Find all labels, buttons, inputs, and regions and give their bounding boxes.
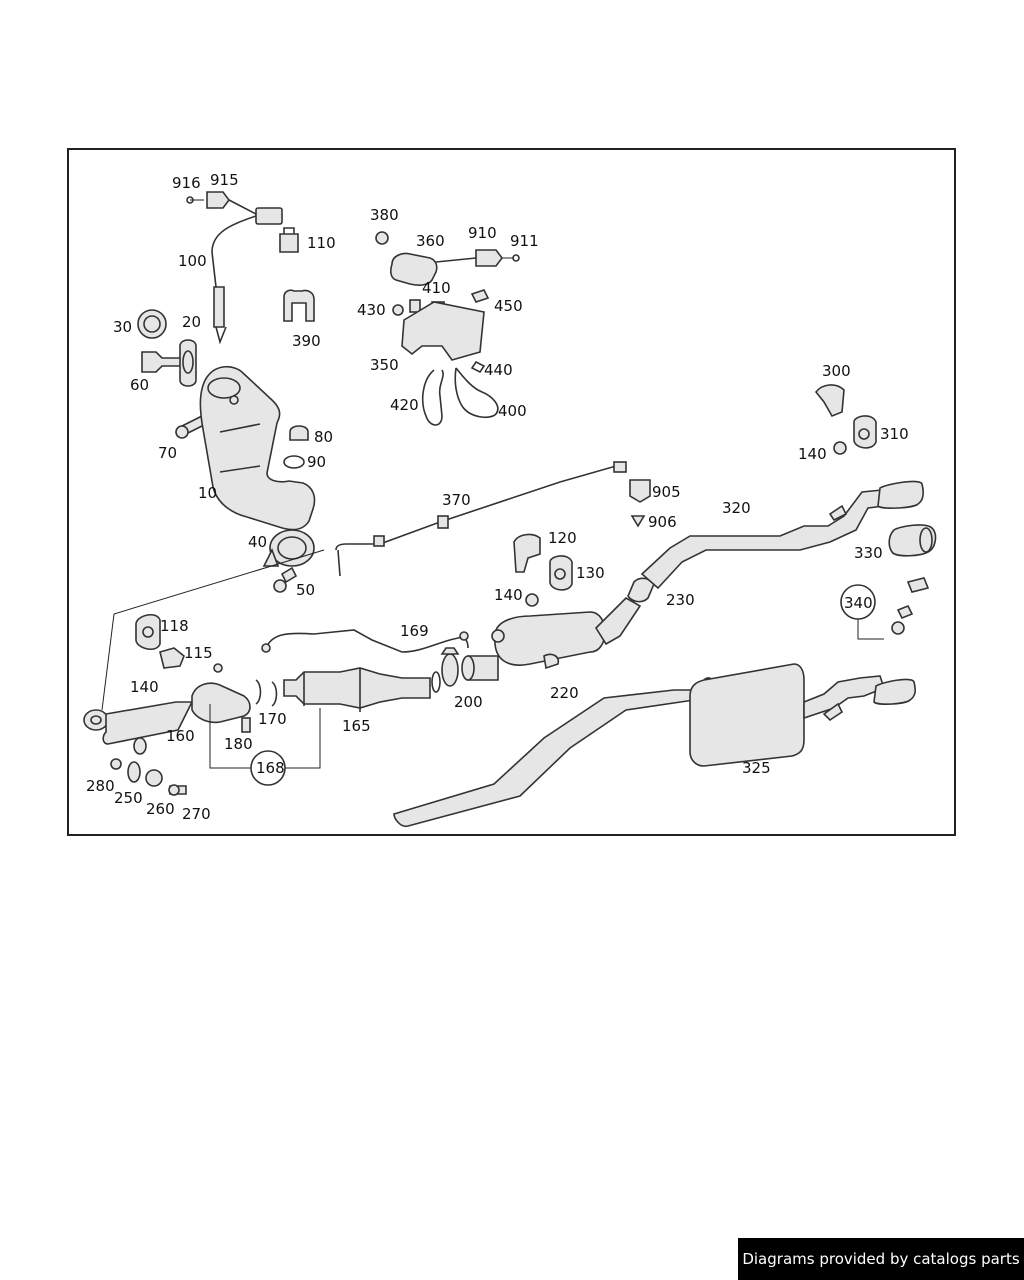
callout-100: 100: [178, 252, 207, 270]
callout-440: 440: [484, 361, 513, 379]
callout-410: 410: [422, 279, 451, 297]
callout-40: 40: [248, 533, 267, 551]
callout-140-left: 140: [130, 678, 159, 696]
callout-169: 169: [400, 622, 429, 640]
callout-140-mid: 140: [494, 586, 523, 604]
callout-168: 168: [256, 759, 285, 777]
callout-230: 230: [666, 591, 695, 609]
callout-10: 10: [198, 484, 217, 502]
oxygen-sensor-group: [186, 191, 315, 345]
callout-380: 380: [370, 206, 399, 224]
callout-220: 220: [550, 684, 579, 702]
callout-70: 70: [158, 444, 177, 462]
callout-430: 430: [357, 301, 386, 319]
callout-310: 310: [880, 425, 909, 443]
callout-300: 300: [822, 362, 851, 380]
callout-165: 165: [342, 717, 371, 735]
catalytic-converter-10: [199, 365, 316, 531]
callout-50: 50: [296, 581, 315, 599]
callout-280: 280: [86, 777, 115, 795]
callout-110: 110: [307, 234, 336, 252]
tube-169: [261, 629, 469, 653]
manifold-connection-group: [137, 309, 309, 469]
callout-115: 115: [184, 644, 213, 662]
callout-420: 420: [390, 396, 419, 414]
callout-140-top: 140: [798, 445, 827, 463]
callout-450: 450: [494, 297, 523, 315]
callout-390: 390: [292, 332, 321, 350]
callout-340: 340: [844, 594, 873, 612]
callout-120: 120: [548, 529, 577, 547]
converter-165: [283, 667, 441, 712]
callout-910: 910: [468, 224, 497, 242]
tail-pipe-330: [888, 524, 937, 557]
callout-916: 916: [172, 174, 201, 192]
callout-170: 170: [258, 710, 287, 728]
callout-360: 360: [416, 232, 445, 250]
callout-200: 200: [454, 693, 483, 711]
pressure-sensor-group: [375, 231, 520, 426]
callout-60: 60: [130, 376, 149, 394]
rear-muffler-325: [393, 663, 916, 828]
callout-350: 350: [370, 356, 399, 374]
exhaust-parts-diagram: 916 915 110 100 390 30 20 60 70 80 90 10…: [67, 148, 956, 836]
callout-400: 400: [498, 402, 527, 420]
callout-915: 915: [210, 171, 239, 189]
clamp-40: [262, 529, 315, 593]
diagram-canvas: 916 915 110 100 390 30 20 60 70 80 90 10…: [83, 171, 937, 828]
callout-118: 118: [160, 617, 189, 635]
callout-80: 80: [314, 428, 333, 446]
callout-270: 270: [182, 805, 211, 823]
intermediate-pipe-320: [627, 480, 924, 603]
middle-muffler-220: [440, 597, 642, 687]
front-pipe-160: [83, 549, 325, 786]
callout-30: 30: [113, 318, 132, 336]
callout-370: 370: [442, 491, 471, 509]
callout-160: 160: [166, 727, 195, 745]
callout-905: 905: [652, 483, 681, 501]
callout-325: 325: [742, 759, 771, 777]
callout-260: 260: [146, 800, 175, 818]
callout-911: 911: [510, 232, 539, 250]
callout-320: 320: [722, 499, 751, 517]
callout-250: 250: [114, 789, 143, 807]
sensor-line-370: [335, 461, 651, 577]
catalog-credit-badge: Diagrams provided by catalogs parts: [738, 1238, 1024, 1280]
callout-906: 906: [648, 513, 677, 531]
callout-20: 20: [182, 313, 201, 331]
callout-330: 330: [854, 544, 883, 562]
callout-90: 90: [307, 453, 326, 471]
callout-180: 180: [224, 735, 253, 753]
part-340: [840, 577, 930, 640]
callout-labels: 916 915 110 100 390 30 20 60 70 80 90 10…: [86, 171, 909, 823]
fasteners-group: [110, 737, 187, 796]
callout-130: 130: [576, 564, 605, 582]
